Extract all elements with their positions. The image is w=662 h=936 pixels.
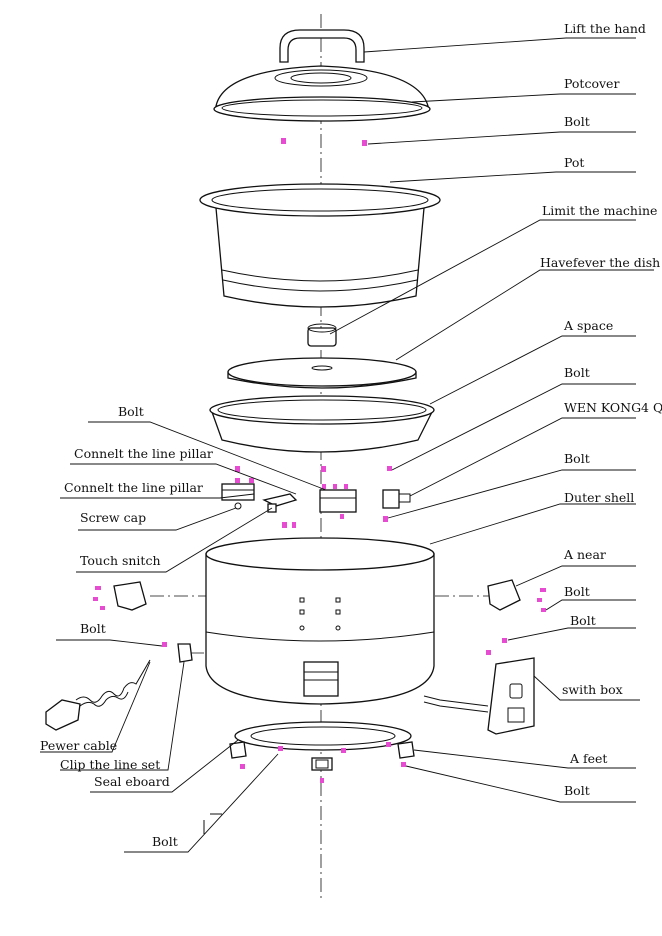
label-bolt-2: Bolt [564, 365, 590, 380]
bolt-icon [322, 484, 326, 489]
bolt-icon [282, 522, 287, 528]
bolt-icon [292, 522, 296, 528]
bolt-icon [235, 466, 240, 472]
bolt-icon [383, 516, 388, 522]
label-lift-handle: Lift the hand [564, 21, 646, 36]
connector-pillar-part [221, 483, 255, 501]
feet-left-part [229, 741, 247, 759]
limit-machine-part [307, 323, 337, 347]
bolt-icon [95, 586, 101, 590]
label-switch-box: swith box [562, 682, 623, 697]
power-cable-part [45, 659, 151, 731]
label-limit-machine: Limit the machine [542, 203, 658, 218]
label-bolt-left: Bolt [118, 404, 144, 419]
label-touch-switch: Touch snitch [80, 553, 161, 568]
bolt-icon [386, 742, 391, 747]
label-pot: Pot [564, 155, 585, 170]
near-handle-right-part [487, 579, 521, 611]
label-clip-line: Clip the line set [60, 757, 161, 772]
label-power-cable: Pewer cable [40, 738, 118, 753]
space-ring-part [209, 395, 435, 453]
bolt-icon [537, 598, 542, 602]
switch-box-part [423, 657, 535, 735]
feet-right-part [397, 741, 415, 759]
label-connect-pillar-2: Connelt the line pillar [64, 480, 203, 495]
label-seal-board: Seal eboard [94, 774, 170, 789]
label-bolt-6: Bolt [564, 783, 590, 798]
bolt-icon [240, 764, 245, 769]
label-bolt-4: Bolt [564, 584, 590, 599]
outer-shell-part [205, 537, 435, 705]
label-near: A near [564, 547, 606, 562]
leader-lines-left [40, 421, 327, 853]
heating-dish-part [227, 357, 417, 389]
label-bolt-5: Bolt [570, 613, 596, 628]
label-heat-dish: Havefever the dish [540, 255, 661, 270]
near-handle-left-part [113, 581, 147, 611]
bolt-icon [281, 138, 286, 144]
label-screw-cap: Screw cap [80, 510, 147, 525]
bolt-icon [341, 748, 346, 753]
label-bolt-bottom: Bolt [152, 834, 178, 849]
label-wen-kong: WEN KONG4 QI4 [564, 400, 662, 415]
bolt-icon [333, 484, 337, 489]
seal-board-part [234, 721, 412, 751]
bolt-icon [540, 588, 546, 592]
label-connect-pillar-1: Connelt the line pillar [74, 446, 213, 461]
label-outer-shell: Duter shell [564, 490, 635, 505]
bolt-icon [249, 478, 254, 483]
bolt-icon [162, 642, 167, 647]
label-bolt-3: Bolt [564, 451, 590, 466]
bolt-icon [362, 140, 367, 146]
bolt-icon [100, 606, 105, 610]
bolt-icon [387, 466, 392, 471]
label-pot-cover: Potcover [564, 76, 620, 91]
thermostat-part [382, 489, 411, 509]
bolt-icon [486, 650, 491, 655]
bolt-icon [320, 778, 324, 783]
line-clip-part [177, 643, 193, 663]
bolt-icon [93, 597, 98, 601]
bolt-icon [340, 514, 344, 519]
terminal-block-part [319, 489, 357, 513]
leader-lines-right [329, 37, 654, 803]
bolt-icon [321, 466, 326, 472]
feet-center-part [311, 757, 333, 771]
bolt-icon [235, 478, 240, 483]
pot-cover-part [213, 65, 431, 122]
bolt-icon [401, 762, 406, 767]
label-bolt-top: Bolt [564, 114, 590, 129]
label-feet: A feet [570, 751, 608, 766]
bolt-icon [278, 746, 283, 751]
bolt-icon [344, 484, 348, 489]
bolt-icon [502, 638, 507, 643]
label-bolt-left-2: Bolt [80, 621, 106, 636]
bolt-icon [541, 608, 546, 612]
label-space: A space [564, 318, 614, 333]
screw-cap-part [234, 502, 242, 510]
touch-switch-part [262, 493, 298, 513]
lift-handle-part [279, 29, 365, 63]
pot-part [199, 183, 441, 308]
